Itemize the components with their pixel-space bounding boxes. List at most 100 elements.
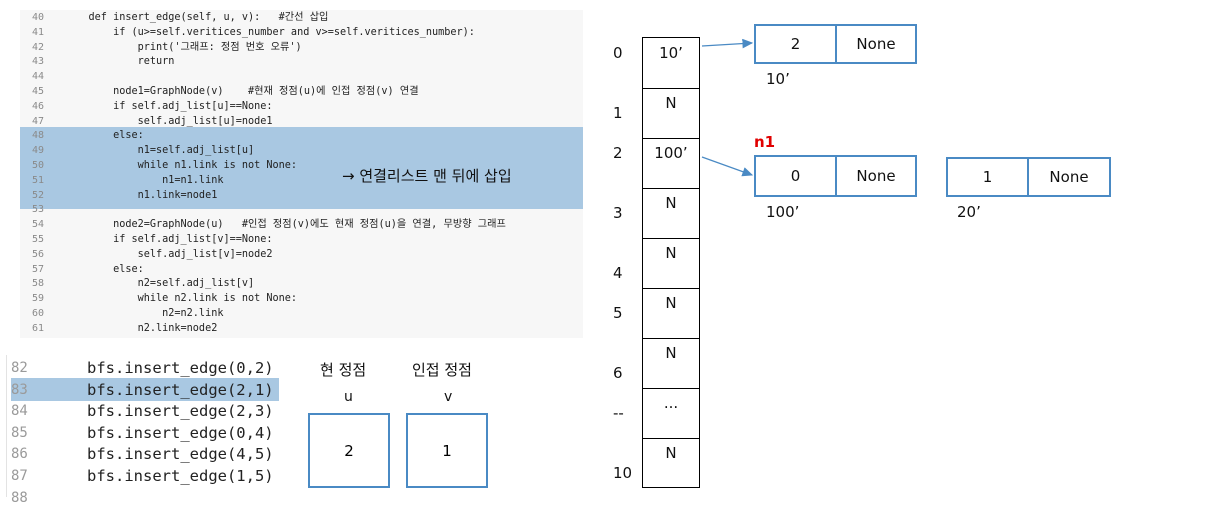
array-index-label: 0 (613, 44, 623, 62)
line-number: 60 (31, 308, 45, 319)
code-line: if (u>=self.veritices_number and v>=self… (64, 26, 475, 38)
node-b-data: 0 (756, 157, 837, 195)
code-highlight-else-block (20, 127, 583, 209)
line-number: 49 (31, 145, 45, 157)
append-note: → 연결리스트 맨 뒤에 삽입 (342, 167, 512, 185)
adjacent-vertex-label: 인접 정점 (412, 361, 472, 379)
v-value: 1 (442, 441, 452, 460)
arrow-index2-to-node (701, 156, 754, 177)
code-line: def insert_edge(self, u, v): #간선 삽입 (64, 12, 329, 23)
code-block-insert-edge: 40 def insert_edge(self, u, v): #간선 삽입 41… (20, 10, 583, 338)
array-cell: N (665, 194, 677, 212)
line-number: 57 (31, 263, 45, 275)
node-a-data: 2 (756, 26, 837, 62)
line-number: 83 (11, 381, 28, 398)
array-cell: N (665, 344, 677, 362)
node-c-address: 20’ (957, 203, 981, 221)
line-number: 45 (31, 86, 45, 97)
array-index-label: 1 (613, 104, 623, 122)
code-line: node1=GraphNode(v) #현재 정점(u)에 인접 정점(v) 연… (64, 86, 419, 97)
code-line: bfs.insert_edge(2,1) (87, 380, 274, 399)
n1-pointer-label: n1 (754, 133, 776, 151)
code-line: while n2.link is not None: (64, 293, 298, 305)
node-c-data: 1 (948, 159, 1029, 195)
code-line: bfs.insert_edge(2,3) (87, 402, 274, 421)
line-number: 56 (31, 248, 45, 260)
code-line: self.adj_list[u]=node1 (64, 115, 273, 127)
line-number: 82 (11, 360, 28, 376)
node-b-link: None (856, 167, 896, 185)
code-highlight-current-call (11, 378, 279, 401)
code-line: if self.adj_list[u]==None: (64, 100, 273, 112)
array-cell-divider (643, 88, 699, 89)
line-number: 59 (31, 293, 45, 305)
array-cell-divider (643, 288, 699, 289)
array-cell-divider (643, 238, 699, 239)
line-number: 47 (31, 115, 45, 127)
array-index-label: 10 (613, 464, 633, 482)
code-line: n2.link=node2 (64, 322, 218, 334)
array-cell: N (665, 94, 677, 112)
code-line: n1=self.adj_list[u] (64, 145, 255, 157)
line-number: 87 (11, 468, 28, 484)
line-number: 61 (31, 322, 45, 334)
line-number: 53 (31, 204, 45, 216)
line-number: 85 (11, 424, 28, 441)
line-number: 40 (31, 12, 45, 23)
current-vertex-label: 현 정점 (320, 361, 367, 379)
line-number: 51 (31, 174, 45, 186)
line-number: 50 (31, 160, 45, 171)
v-label: v (444, 389, 453, 405)
code-line: while n1.link is not None: (64, 160, 298, 171)
array-cell-divider (643, 438, 699, 439)
code-line: n1.link=node1 (64, 189, 218, 201)
line-number: 43 (31, 56, 45, 68)
line-number: 86 (11, 446, 28, 463)
code-line: else: (64, 263, 144, 275)
array-cell: ... (663, 394, 679, 412)
line-number: 88 (11, 489, 28, 506)
node-a-address: 10’ (766, 70, 790, 88)
array-index-label: 4 (613, 264, 623, 282)
line-number: 54 (31, 219, 45, 231)
array-cell: N (665, 244, 677, 262)
code-line: node2=GraphNode(u) #인접 정점(v)에도 현재 정점(u)을… (64, 219, 506, 231)
list-node-a: 2 None (754, 24, 917, 64)
line-number: 44 (31, 71, 45, 83)
line-number: 42 (31, 41, 45, 53)
array-cell-divider (643, 388, 699, 389)
code-line: self.adj_list[v]=node2 (64, 248, 273, 260)
line-number: 48 (31, 130, 45, 142)
array-index-label: 5 (613, 304, 623, 322)
code-line: n2=n2.link (64, 308, 224, 319)
code-line: n2=self.adj_list[v] (64, 278, 255, 290)
line-number: 84 (11, 403, 28, 420)
node-c-link: None (1049, 168, 1089, 186)
array-cell: 10’ (659, 44, 683, 62)
u-label: u (344, 389, 353, 405)
code-line: bfs.insert_edge(4,5) (87, 445, 274, 464)
line-number: 58 (31, 278, 45, 290)
line-number: 52 (31, 189, 45, 201)
code-line: n1=n1.link (64, 174, 224, 186)
code-line: return (64, 56, 175, 68)
node-a-link: None (856, 35, 896, 53)
array-index-label: 2 (613, 144, 623, 162)
array-cell: N (665, 444, 677, 462)
u-value-box: 2 (308, 413, 390, 488)
node-b-address: 100’ (766, 203, 800, 221)
array-index-label: -- (613, 404, 624, 422)
line-number: 46 (31, 100, 45, 112)
v-value-box: 1 (406, 413, 488, 488)
list-node-c: 1 None (946, 157, 1111, 197)
array-cell-divider (643, 138, 699, 139)
array-cell-divider (643, 188, 699, 189)
code-line: bfs.insert_edge(1,5) (87, 467, 274, 485)
array-cell-divider (643, 338, 699, 339)
arrow-index0-to-node (701, 38, 754, 49)
list-node-b: 0 None (754, 155, 917, 197)
line-number: 41 (31, 26, 45, 38)
u-value: 2 (344, 441, 354, 460)
